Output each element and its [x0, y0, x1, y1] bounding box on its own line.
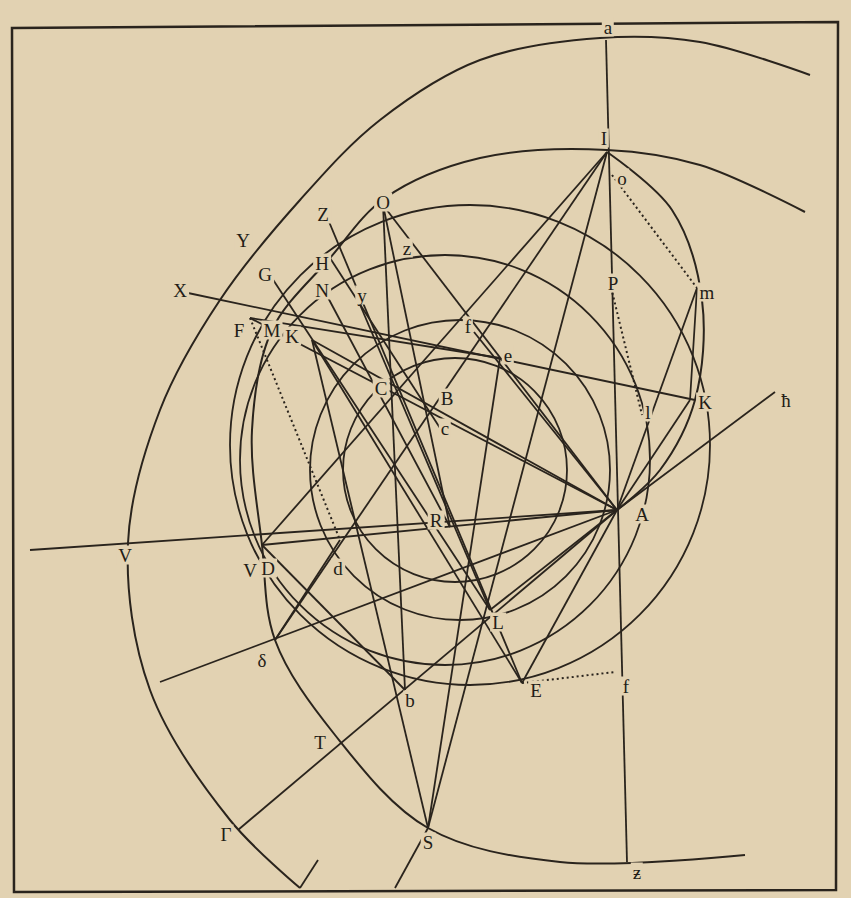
point-label: l: [643, 403, 652, 422]
point-label: m: [698, 283, 717, 302]
point-label: K: [696, 393, 714, 412]
point-label: Y: [234, 231, 252, 250]
point-label: L: [490, 613, 506, 632]
construction-line: [690, 288, 697, 400]
construction-line: [358, 300, 490, 610]
point-label: f: [463, 317, 473, 336]
construction-line: [383, 205, 450, 527]
construction-line: [268, 272, 490, 610]
frame: [12, 22, 838, 892]
construction-line: [522, 510, 617, 683]
point-label: e: [502, 346, 514, 365]
construction-line: [188, 293, 695, 400]
arc: [607, 152, 704, 510]
point-label: N: [313, 281, 331, 300]
construction-line: [238, 510, 617, 830]
circle: [343, 358, 567, 582]
point-label: X: [171, 281, 189, 300]
arc: [252, 149, 805, 863]
circle: [240, 255, 650, 665]
construction-line: [617, 400, 690, 510]
point-label: ħ: [779, 391, 793, 410]
point-label: P: [606, 274, 621, 293]
construction-line: [262, 152, 607, 545]
point-label: c: [439, 419, 451, 438]
point-label: a: [602, 18, 614, 37]
construction-line: [325, 292, 450, 527]
point-label: B: [439, 389, 456, 408]
point-label: b: [403, 691, 417, 710]
construction-line: [312, 340, 617, 510]
point-label: D: [259, 559, 277, 578]
point-label: y: [355, 286, 369, 305]
point-label: V: [116, 546, 134, 565]
point-label: K: [283, 327, 301, 346]
point-label: C: [373, 379, 390, 398]
point-label: V: [241, 561, 259, 580]
point-label: A: [633, 505, 651, 524]
point-label: O: [374, 193, 392, 212]
point-label: Γ: [219, 825, 234, 844]
construction-line: [617, 288, 697, 510]
point-label: o: [615, 169, 629, 188]
point-label: R: [428, 511, 445, 530]
point-label: I: [599, 129, 609, 148]
point-label: δ: [256, 651, 269, 670]
circle: [310, 320, 610, 620]
dotted-line: [610, 283, 642, 415]
point-label: F: [232, 321, 247, 340]
point-label: z: [401, 239, 413, 258]
point-label: T: [312, 733, 328, 752]
point-label: S: [421, 833, 436, 852]
construction-line: [275, 152, 607, 640]
construction-line: [312, 340, 428, 828]
point-label: H: [313, 254, 331, 273]
construction-line: [300, 860, 318, 888]
construction-line: [262, 510, 617, 545]
point-label: f: [621, 677, 631, 696]
point-label: d: [331, 559, 345, 578]
construction-line: [383, 205, 405, 690]
point-label: ƶ: [631, 863, 643, 882]
point-label: M: [262, 321, 283, 340]
construction-line: [383, 205, 617, 510]
construction-line: [250, 318, 617, 510]
construction-line: [428, 358, 500, 828]
point-label: Z: [315, 205, 331, 224]
point-label: E: [528, 681, 544, 700]
point-label: G: [256, 265, 274, 284]
circle: [230, 205, 710, 685]
construction-line: [474, 332, 617, 510]
arc: [128, 37, 810, 888]
